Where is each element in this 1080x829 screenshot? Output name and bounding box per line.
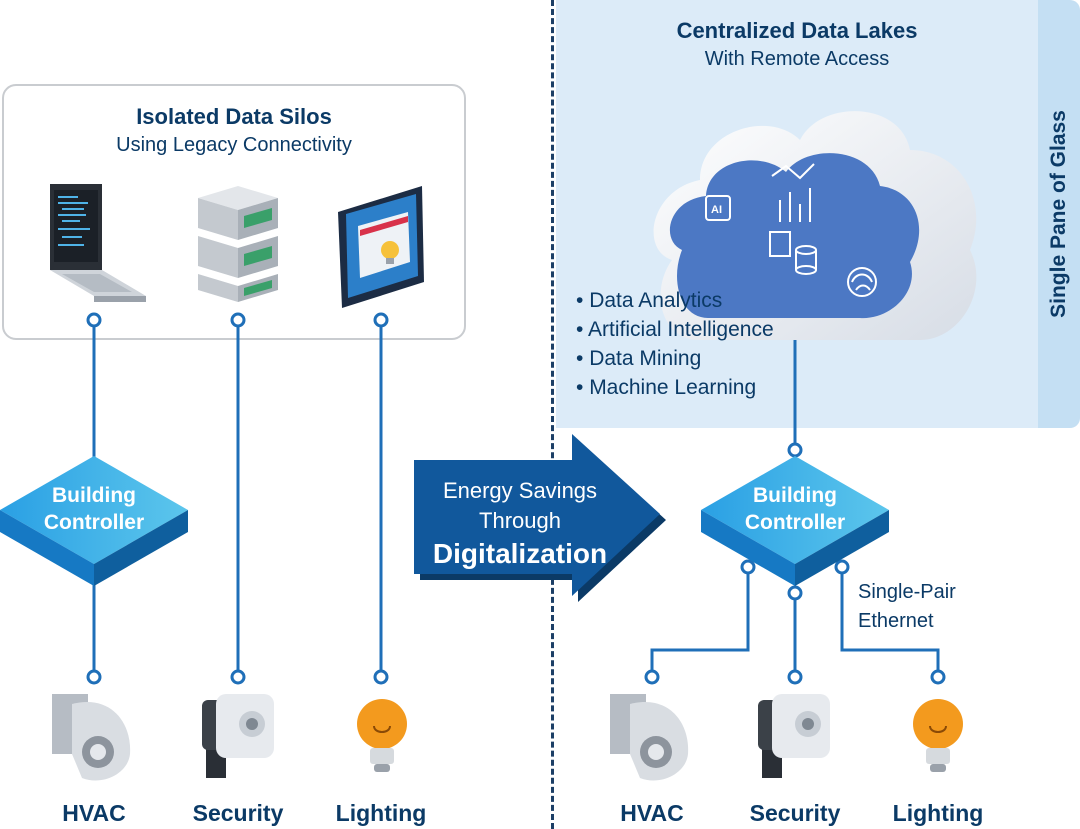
- left-hvac-blower-icon: [52, 694, 131, 781]
- left-security-label: Security: [192, 800, 284, 826]
- bullet-item: Artificial Intelligence: [576, 315, 774, 344]
- arrow-line2: Through: [479, 508, 561, 533]
- data-lakes-subtitle: With Remote Access: [704, 48, 890, 70]
- right-controller-line2: Controller: [744, 511, 846, 534]
- server-rack-icon: [198, 186, 278, 302]
- left-security-camera-icon: [202, 694, 274, 778]
- left-controller-label: Building Controller: [14, 482, 174, 536]
- right-hvac-blower-icon: [610, 694, 689, 781]
- right-lighting-label: Lighting: [892, 800, 984, 826]
- right-controller-shape: [701, 456, 889, 586]
- right-controller-label: Building Controller: [715, 482, 875, 536]
- section-divider: [551, 0, 554, 829]
- left-hvac-label: HVAC: [62, 800, 126, 826]
- left-connector-nodes: [86, 312, 389, 685]
- tablet-icon: [338, 186, 424, 308]
- right-hvac-label: HVAC: [620, 800, 684, 826]
- data-lakes-title: Centralized Data Lakes: [676, 18, 918, 43]
- bullet-item: Data Mining: [576, 344, 774, 373]
- laptop-icon: [50, 184, 146, 302]
- arrow-line1: Energy Savings: [442, 478, 598, 503]
- right-controller-line1: Building: [753, 484, 837, 507]
- right-light-bulb-icon: [913, 699, 963, 772]
- right-connectors: [650, 326, 940, 676]
- svg-text:AI: AI: [711, 204, 722, 216]
- left-controller-shape: [0, 456, 188, 586]
- left-controller-line2: Controller: [43, 511, 145, 534]
- left-lighting-label: Lighting: [335, 800, 427, 826]
- arrow-line3: Digitalization: [432, 538, 608, 569]
- left-light-bulb-icon: [357, 699, 407, 772]
- right-security-label: Security: [749, 800, 841, 826]
- digitalization-arrow: [414, 434, 666, 602]
- cloud-analytics-icons: AI: [705, 163, 877, 297]
- bullet-item: Data Analytics: [576, 286, 774, 315]
- spe-line1: Single-Pair: [858, 581, 956, 603]
- analytics-bullet-list: Data Analytics Artificial Intelligence D…: [576, 286, 774, 402]
- silos-title: Isolated Data Silos: [136, 104, 332, 129]
- silos-subtitle: Using Legacy Connectivity: [116, 134, 352, 156]
- left-controller-line1: Building: [52, 484, 136, 507]
- bullet-item: Machine Learning: [576, 373, 774, 402]
- right-security-camera-icon: [758, 694, 830, 778]
- spe-line2: Ethernet: [858, 610, 934, 632]
- single-pane-strip: [1038, 0, 1080, 428]
- left-connectors: [92, 320, 383, 676]
- single-pair-ethernet-label: Single-Pair Ethernet: [858, 578, 988, 636]
- digitalization-arrow-label: Energy Savings Through Digitalization: [418, 476, 622, 572]
